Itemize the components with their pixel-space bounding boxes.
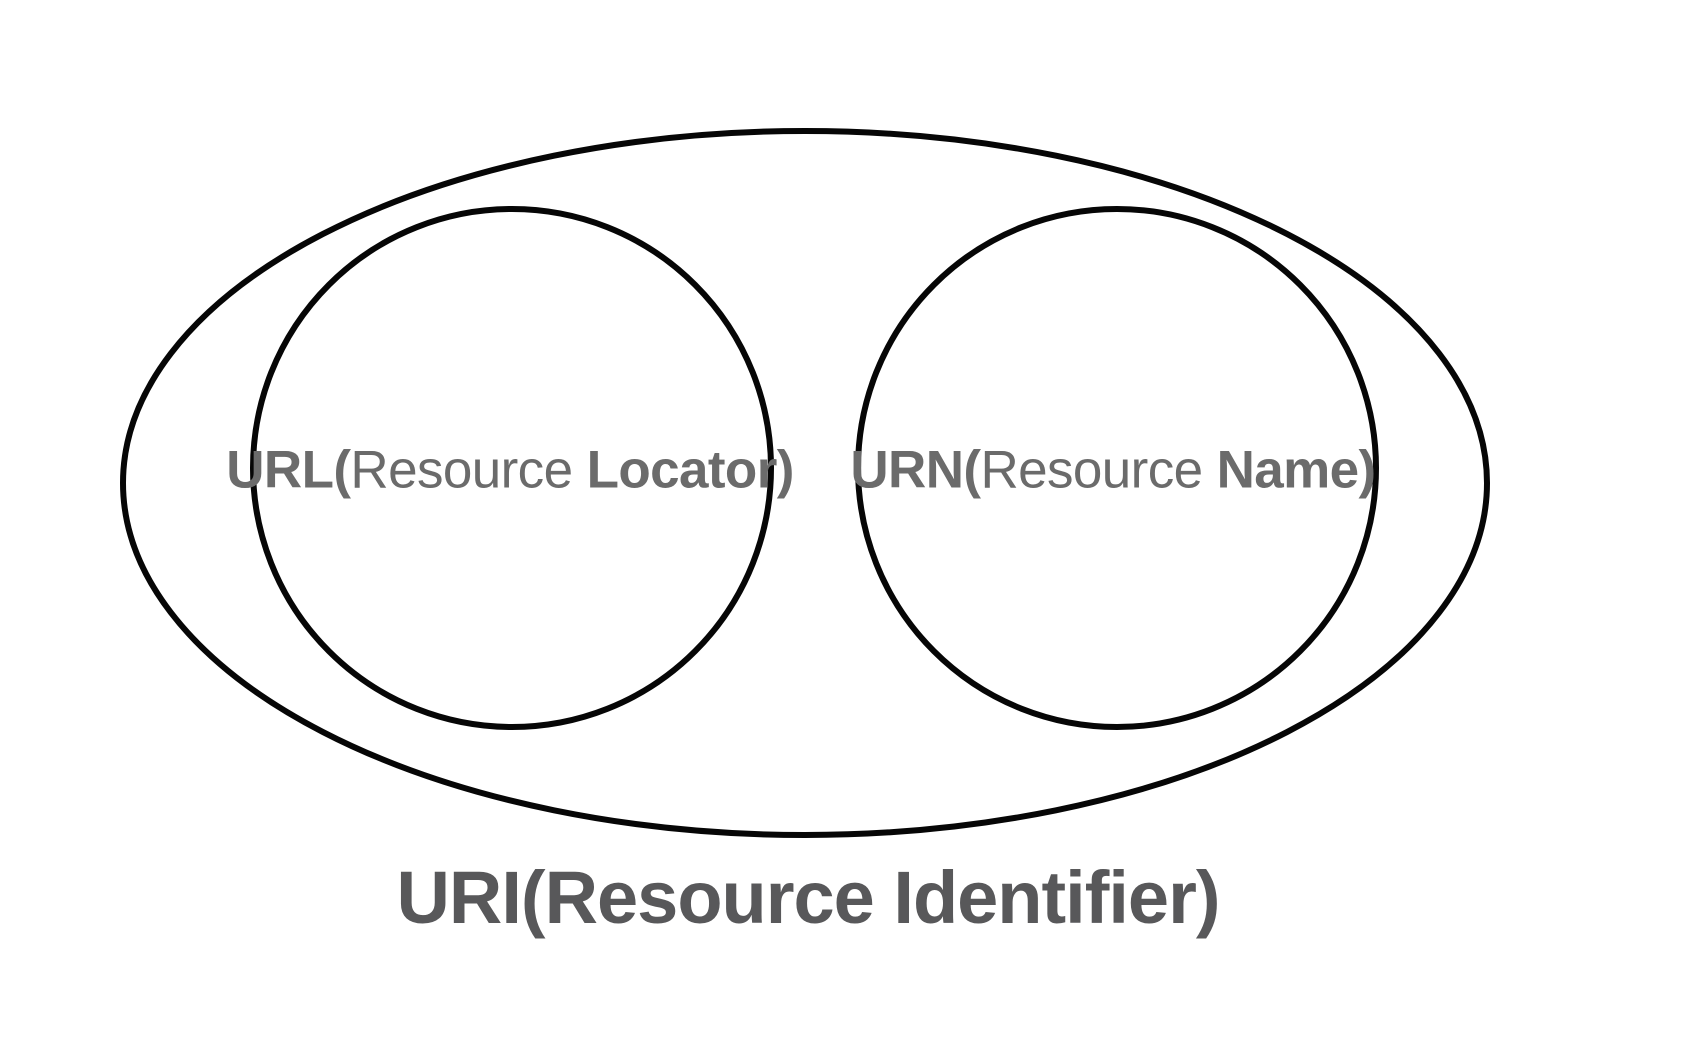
url-label-suffix: Locator) — [586, 440, 795, 500]
url-label-prefix: URL( — [226, 440, 351, 500]
uri-outer-ellipse — [120, 128, 1490, 838]
urn-label-prefix: URN( — [850, 440, 981, 500]
urn-circle — [855, 206, 1379, 730]
uri-title: URI(Resource Identifier) — [396, 856, 1220, 939]
urn-label-middle: Resource — [980, 440, 1217, 500]
urn-label: URN(Resource Name) — [850, 440, 1377, 500]
url-label-middle: Resource — [350, 440, 587, 500]
url-label: URL(Resource Locator) — [226, 444, 794, 497]
urn-label-suffix: Name) — [1216, 440, 1377, 500]
url-circle — [250, 206, 774, 730]
